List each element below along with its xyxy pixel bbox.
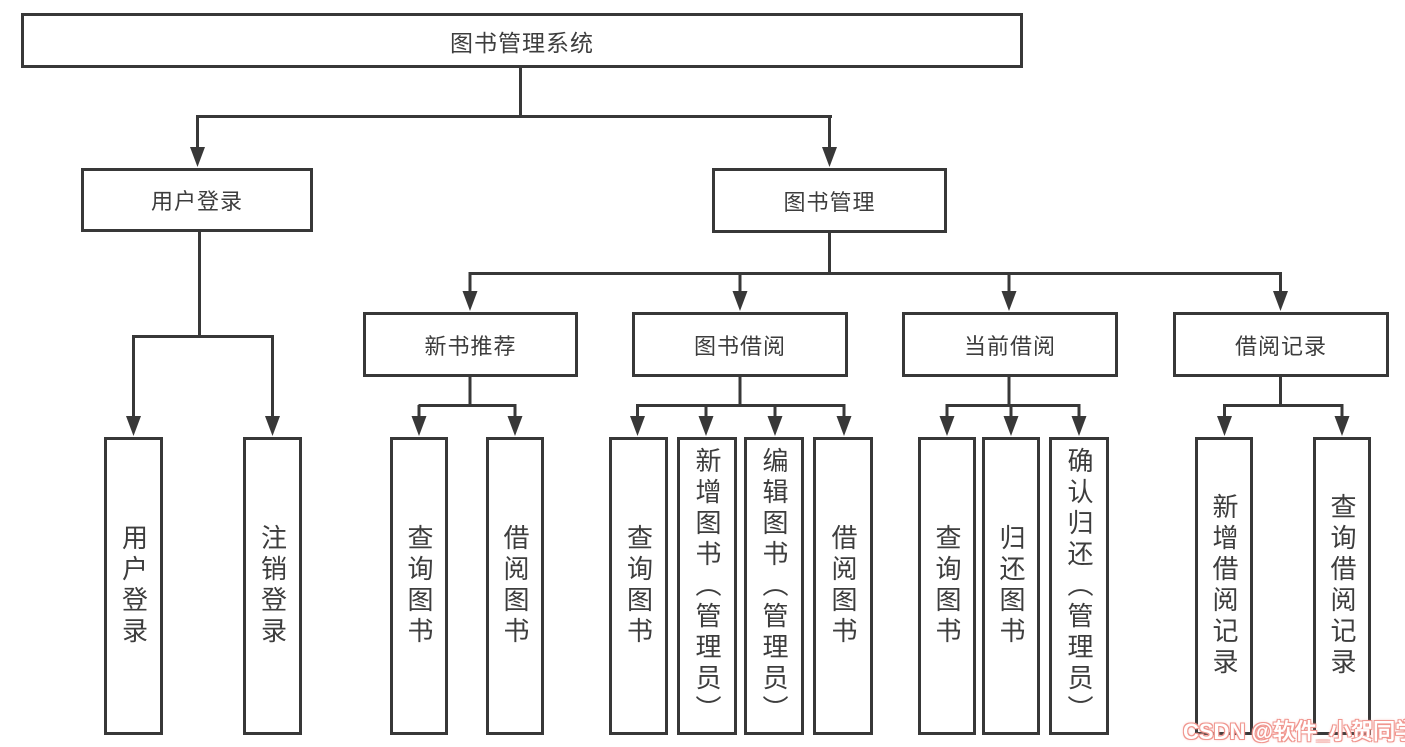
node-current-borrow: 当前借阅 [902,312,1118,377]
leaf-add-borrow-record: 新增借阅记录 [1195,437,1253,735]
arrow-down-icon [698,416,714,436]
node-user-login: 用户登录 [81,168,313,232]
node-label: 图书借阅 [693,333,786,359]
leaf-borrow-books: 借阅图书 [813,437,873,735]
leaf-confirm-return-admin: 确认归还（管理员） [1049,437,1109,735]
node-label: 注销登录 [257,524,288,648]
node-label: 确认归还（管理员） [1064,446,1094,726]
arrow-down-icon [1001,291,1017,311]
node-label: 借阅图书 [500,524,530,648]
leaf-return-books: 归还图书 [982,437,1040,735]
arrow-down-icon [1217,416,1232,436]
node-label: 图书管理 [783,189,876,215]
node-label: 新书推荐 [424,333,517,359]
arrow-down-icon [822,147,837,167]
leaf-logout: 注销登录 [243,437,302,735]
node-label: 图书管理系统 [450,29,594,56]
arrow-down-icon [732,291,748,311]
node-label: 归还图书 [996,524,1026,648]
arrow-down-icon [462,291,478,311]
node-label: 查询图书 [404,524,434,648]
leaf-add-books-admin: 新增图书（管理员） [677,437,737,735]
node-book-borrow: 图书借阅 [632,312,848,377]
node-new-book-recommend: 新书推荐 [363,312,578,377]
arrow-down-icon [1071,416,1087,436]
arrow-down-icon [190,147,205,167]
leaf-borrow-books-recommend: 借阅图书 [486,437,544,735]
node-label: 查询借阅记录 [1327,493,1357,679]
node-label: 查询图书 [932,524,962,648]
arrow-down-icon [507,416,523,436]
leaf-query-books-borrow: 查询图书 [609,437,668,735]
arrow-down-icon [126,416,141,436]
arrow-down-icon [411,416,427,436]
leaf-edit-books-admin: 编辑图书（管理员） [744,437,804,735]
leaf-query-borrow-record: 查询借阅记录 [1313,437,1371,735]
leaf-query-books-recommend: 查询图书 [390,437,448,735]
arrow-down-icon [767,416,783,436]
node-label: 编辑图书（管理员） [759,446,789,726]
node-root-system: 图书管理系统 [21,13,1023,68]
arrow-down-icon [1273,291,1288,311]
node-label: 当前借阅 [963,333,1056,359]
arrow-down-icon [939,416,955,436]
arrow-down-icon [265,416,280,436]
arrow-down-icon [1334,416,1350,436]
node-label: 新增图书（管理员） [692,446,722,726]
node-book-management: 图书管理 [712,168,947,233]
arrow-down-icon [630,416,645,436]
node-label: 新增借阅记录 [1209,493,1239,679]
node-borrow-records: 借阅记录 [1173,312,1389,377]
node-label: 借阅图书 [828,524,858,648]
csdn-watermark: CSDN @软件_小贺同学 [1183,719,1405,744]
node-label: 用户登录 [150,189,243,214]
arrow-down-icon [836,416,852,436]
arrow-down-icon [1003,416,1019,436]
leaf-query-books-current: 查询图书 [918,437,976,735]
node-label: 借阅记录 [1234,333,1327,359]
connector-lines [132,68,1344,420]
leaf-user-login: 用户登录 [104,437,163,735]
node-label: 查询图书 [623,524,654,648]
node-label: 用户登录 [118,524,149,648]
